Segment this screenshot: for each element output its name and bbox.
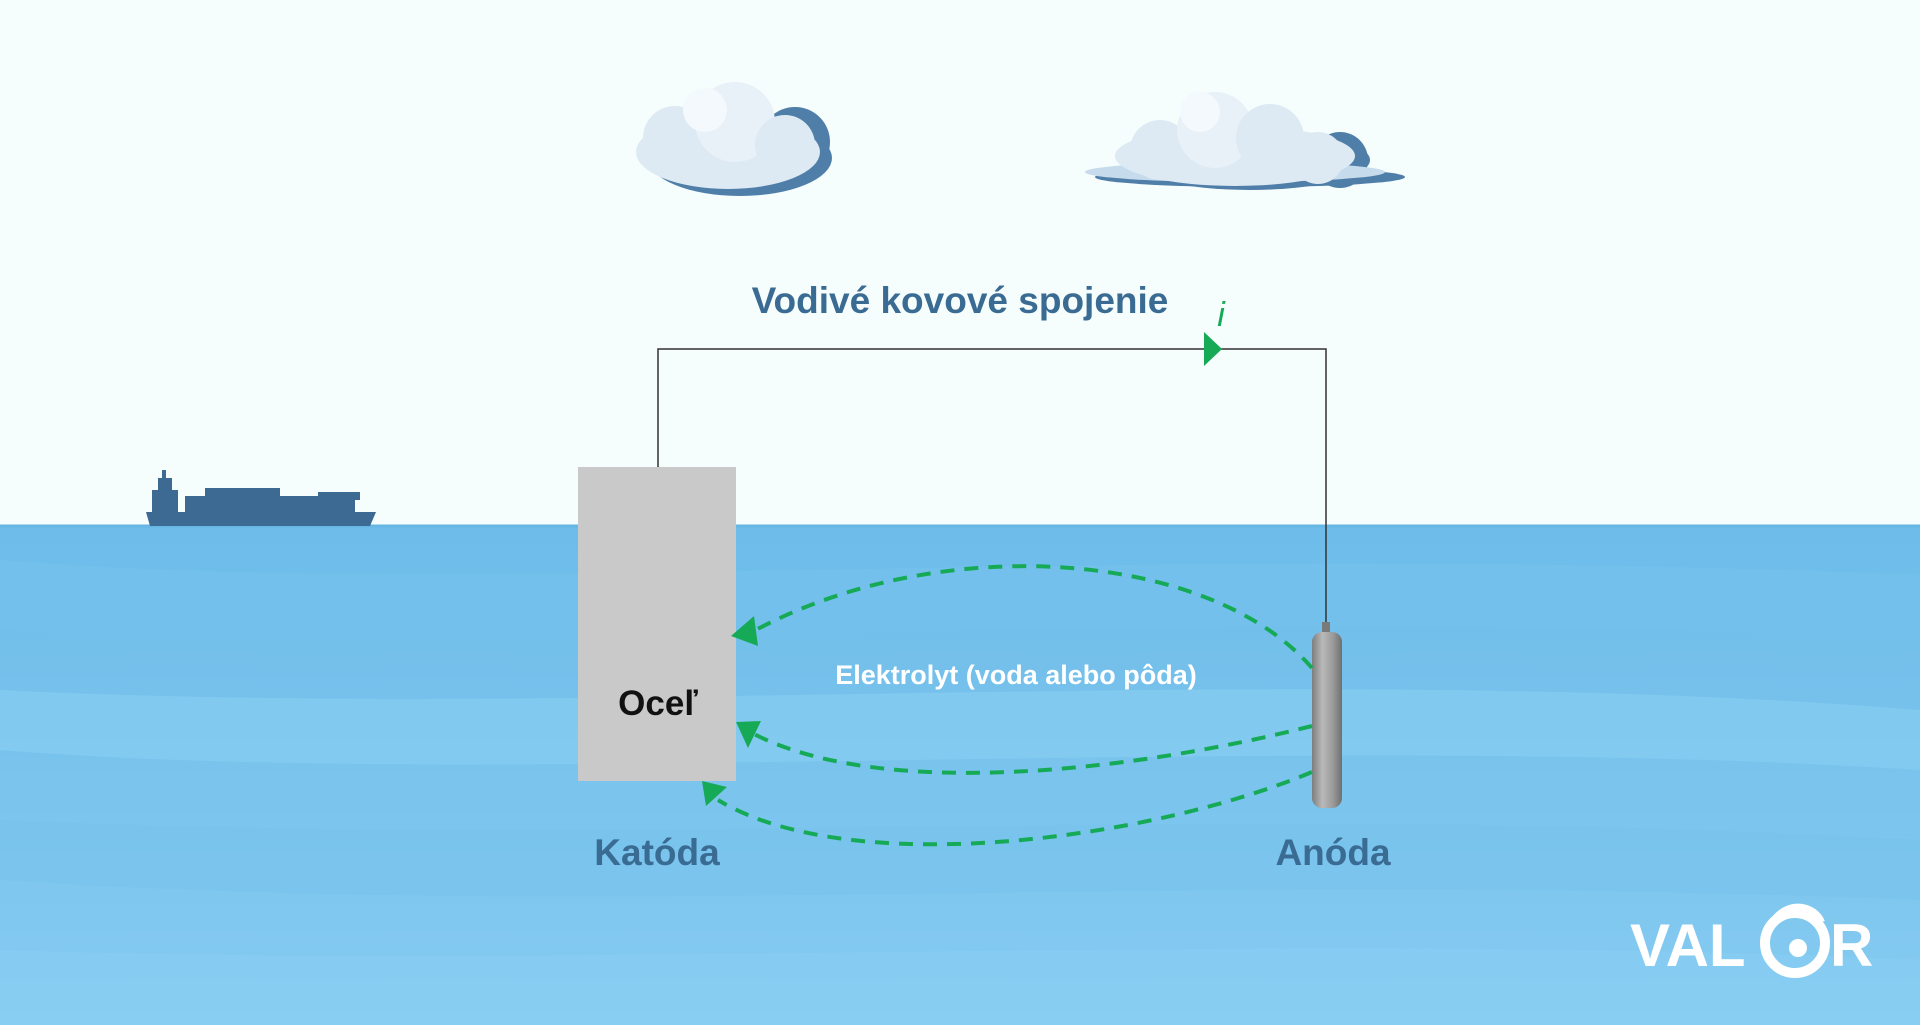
- anode-label: Anóda: [1275, 832, 1391, 873]
- logo-text-left: VAL: [1630, 912, 1746, 979]
- cloud-icon: [636, 82, 832, 196]
- conductive-wire: [657, 348, 1327, 630]
- ship-icon: [146, 470, 376, 526]
- logo-icon: VAL R: [1630, 903, 1873, 979]
- electrolyte-label: Elektrolyt (voda alebo pôda): [835, 660, 1197, 690]
- ion-flow-arrows: [702, 564, 1314, 847]
- current-symbol: i: [1217, 296, 1226, 334]
- connection-label: Vodivé kovové spojenie: [752, 280, 1169, 321]
- anode-rod: [1312, 622, 1342, 808]
- cathode-label: Katóda: [594, 832, 720, 873]
- current-arrow: [1204, 332, 1222, 366]
- logo-text-right: R: [1830, 912, 1873, 979]
- steel-label: Oceľ: [618, 684, 698, 723]
- water: [0, 524, 1920, 1025]
- cloud-icon: [1085, 92, 1405, 190]
- steel-block: [578, 467, 736, 781]
- sky: [0, 0, 1920, 528]
